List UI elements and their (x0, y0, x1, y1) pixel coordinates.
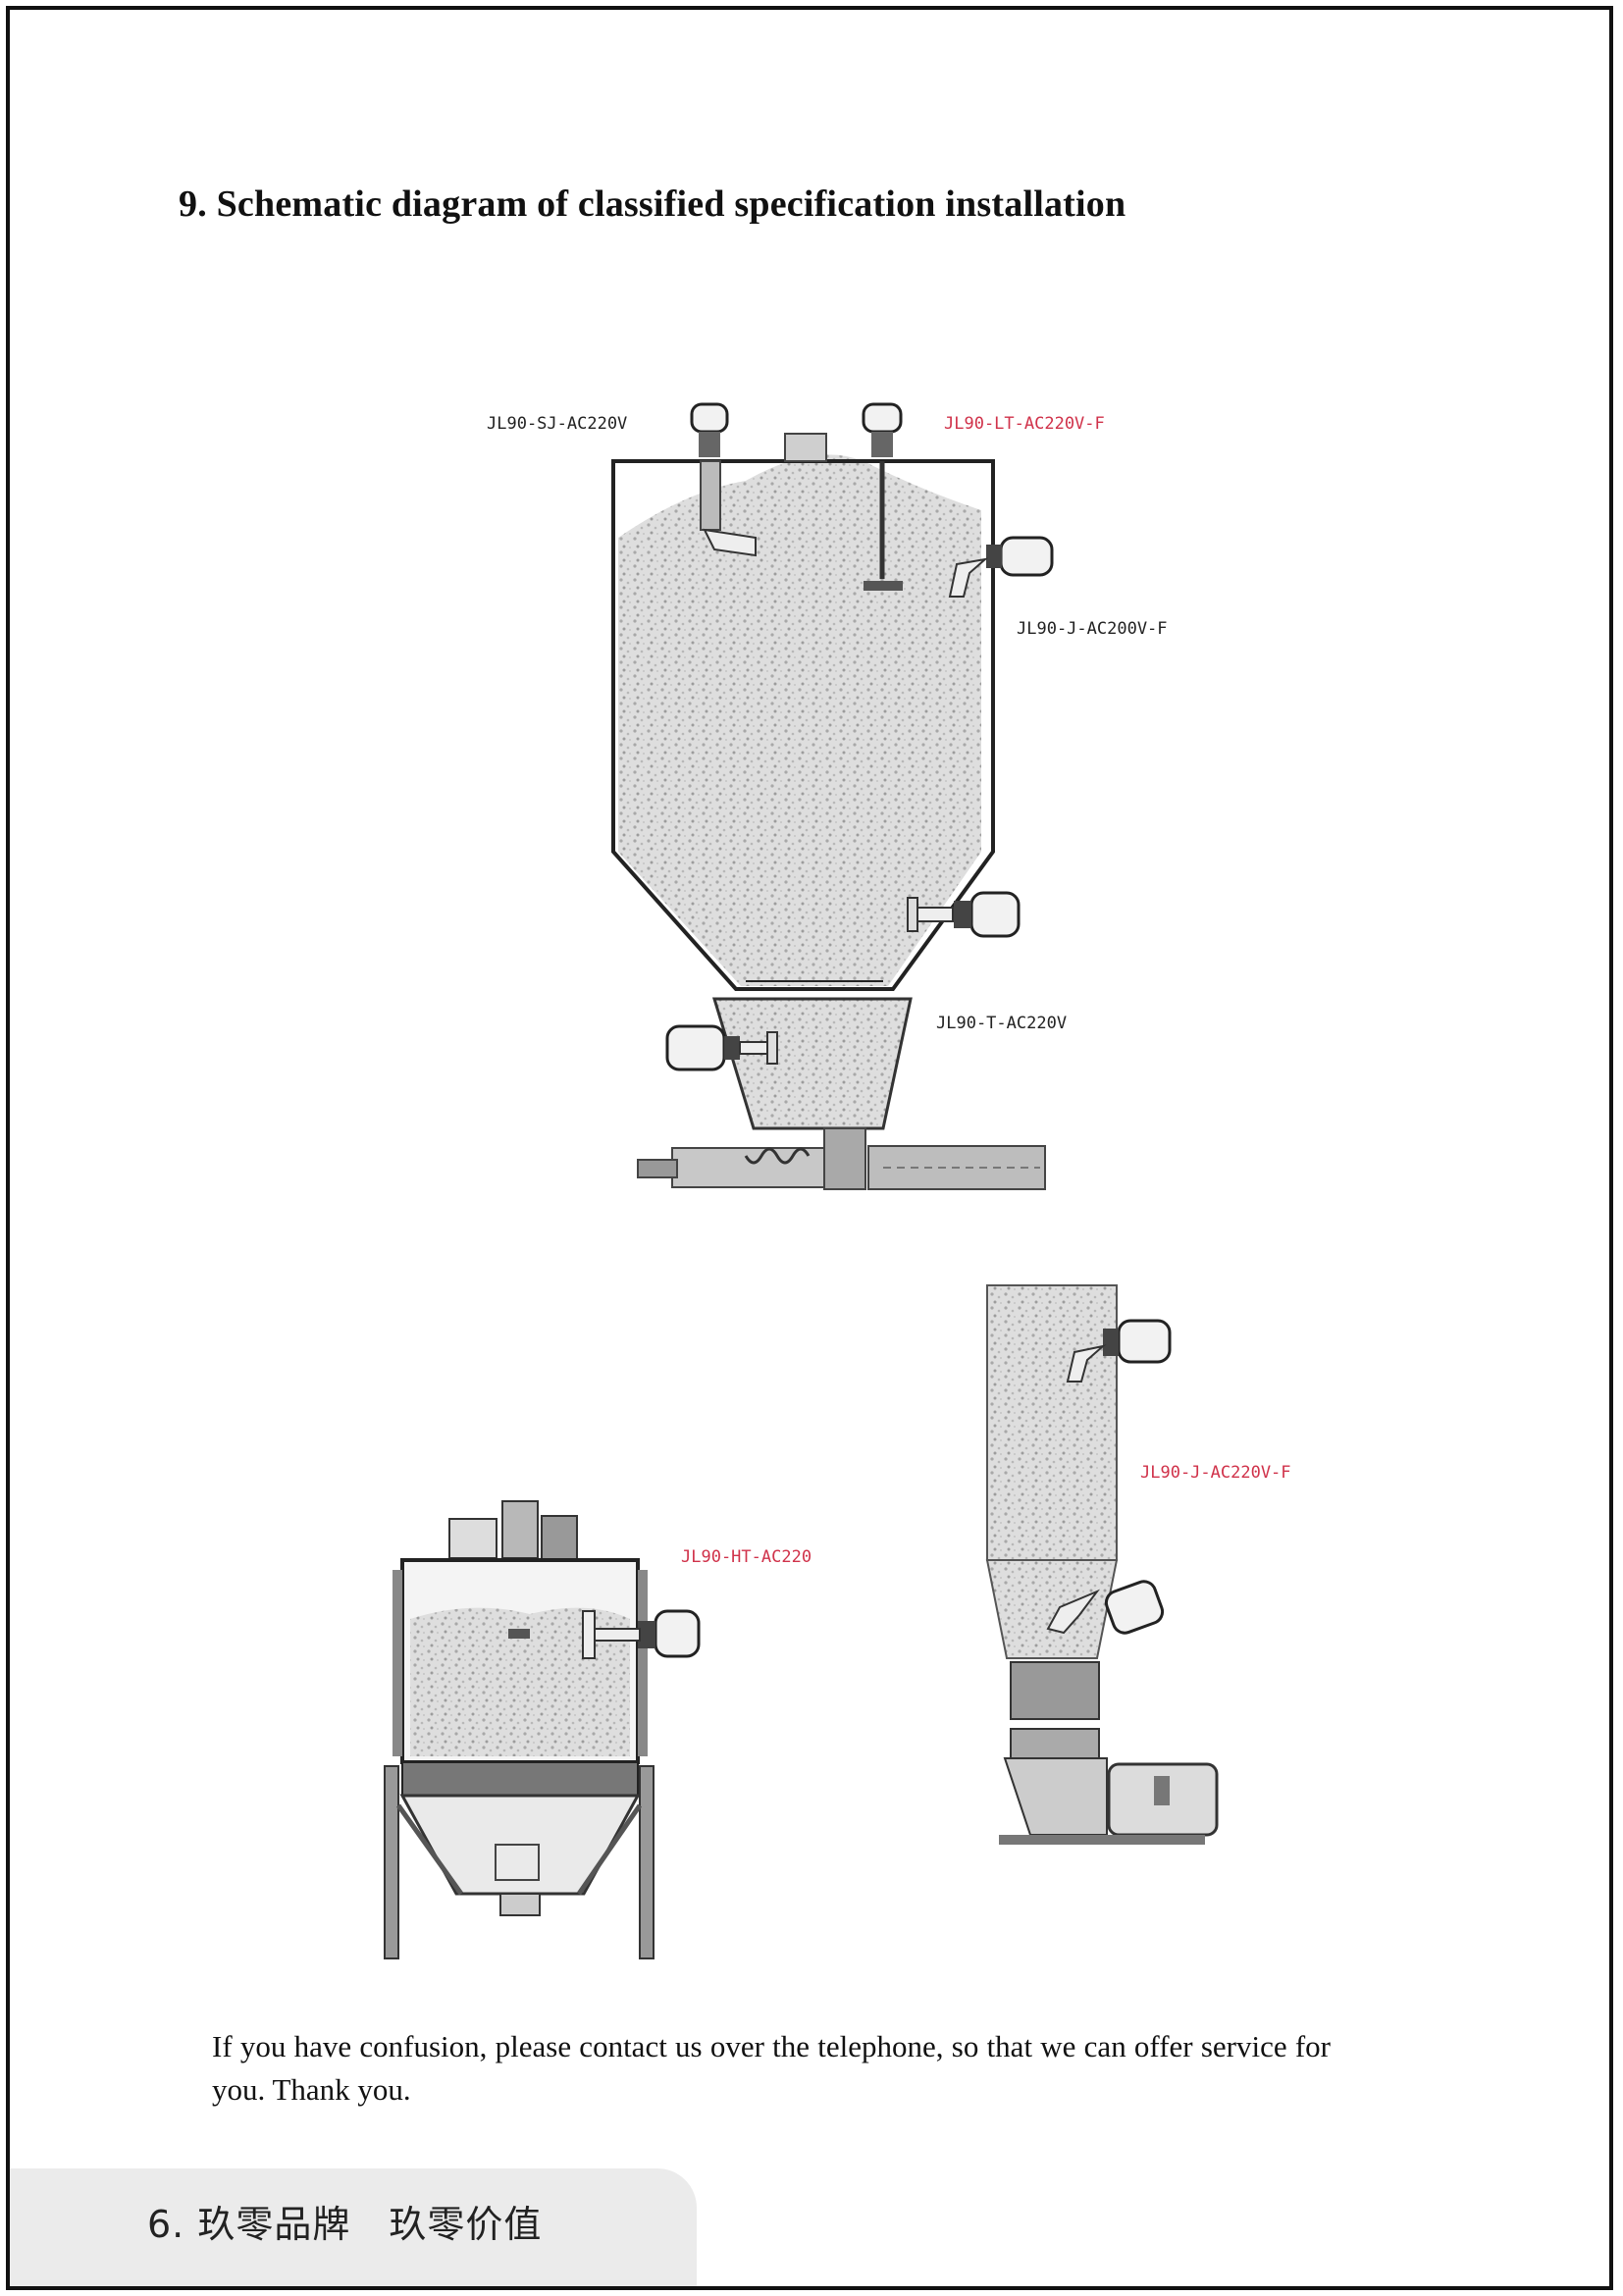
main-silo (611, 433, 1046, 1190)
label-sj: JL90-SJ-AC220V (487, 414, 627, 434)
level-sensor-j-right-upper (1066, 1319, 1172, 1383)
level-sensor-sj (690, 402, 757, 557)
label-t: JL90-T-AC220V (936, 1014, 1067, 1033)
page-border (6, 6, 1613, 2290)
bin-with-crusher (985, 1284, 1219, 1845)
screw-conveyor (637, 1127, 1046, 1190)
label-j-top: JL90-J-AC200V-F (1017, 619, 1168, 639)
label-lt: JL90-LT-AC220V-F (944, 414, 1105, 434)
footer-text: 6. 玖零品牌 玖零价值 (147, 2203, 543, 2246)
level-sensor-ht (582, 1609, 701, 1659)
inlet-pipe (784, 433, 827, 462)
dust-collector (384, 1500, 654, 1959)
lower-cone (711, 997, 913, 1130)
level-sensor-cone (907, 891, 1021, 938)
label-j-right: JL90-J-AC220V-F (1140, 1463, 1291, 1483)
footer-tab (10, 2168, 697, 2286)
section-title: 9. Schematic diagram of classified speci… (179, 183, 1126, 225)
label-ht: JL90-HT-AC220 (681, 1547, 812, 1567)
level-sensor-j-upper (948, 536, 1054, 598)
level-sensor-t (665, 1024, 778, 1071)
level-sensor-lt (862, 402, 903, 591)
level-sensor-j-right-lower (1046, 1580, 1165, 1635)
closing-text: If you have confusion, please contact us… (212, 2029, 1331, 2107)
